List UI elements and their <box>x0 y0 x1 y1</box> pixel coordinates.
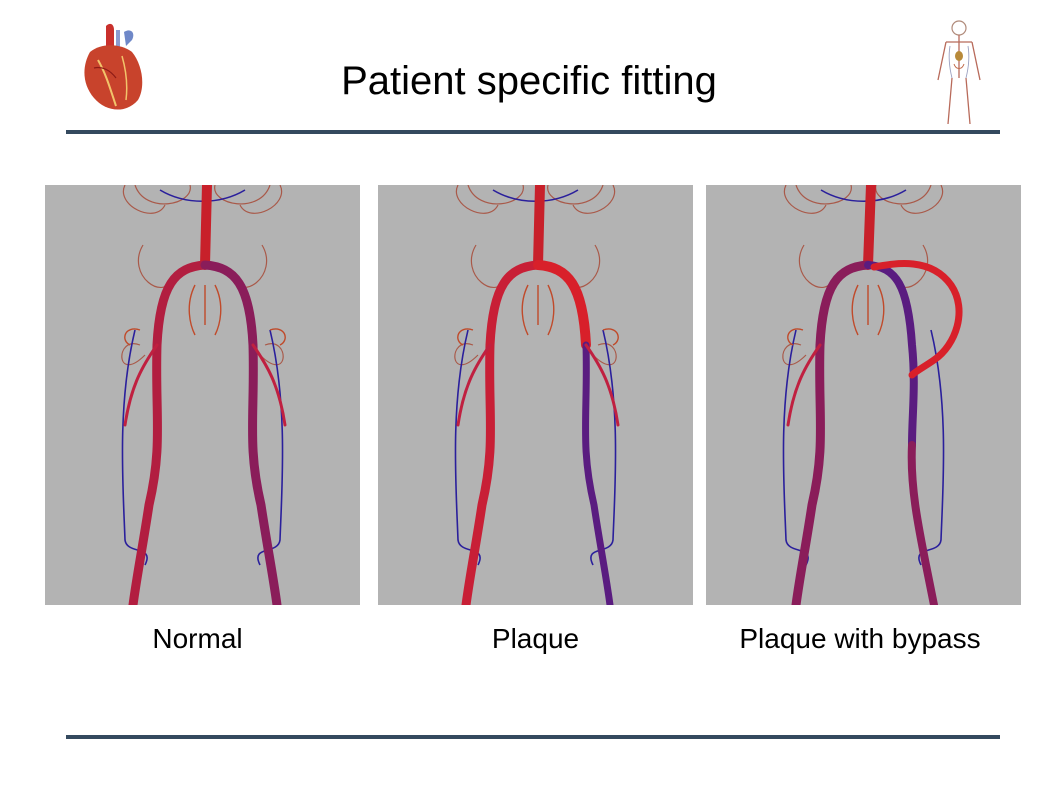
bypass-vessel-illustration <box>706 185 1021 605</box>
panel-plaque-with-bypass <box>706 185 1021 605</box>
caption-normal: Normal <box>152 623 243 654</box>
normal-vessel-illustration <box>45 185 360 605</box>
caption-plaque-with-bypass: Plaque with bypass <box>739 623 981 654</box>
top-rule <box>66 130 1000 134</box>
panel-normal <box>45 185 360 605</box>
slide-title: Patient specific fitting <box>341 59 717 103</box>
plaque-vessel-illustration <box>378 185 693 605</box>
heart-icon <box>84 23 143 110</box>
caption-plaque: Plaque <box>491 623 580 654</box>
bottom-rule <box>66 735 1000 739</box>
human-body-icon <box>937 20 981 125</box>
panel-plaque <box>378 185 693 605</box>
